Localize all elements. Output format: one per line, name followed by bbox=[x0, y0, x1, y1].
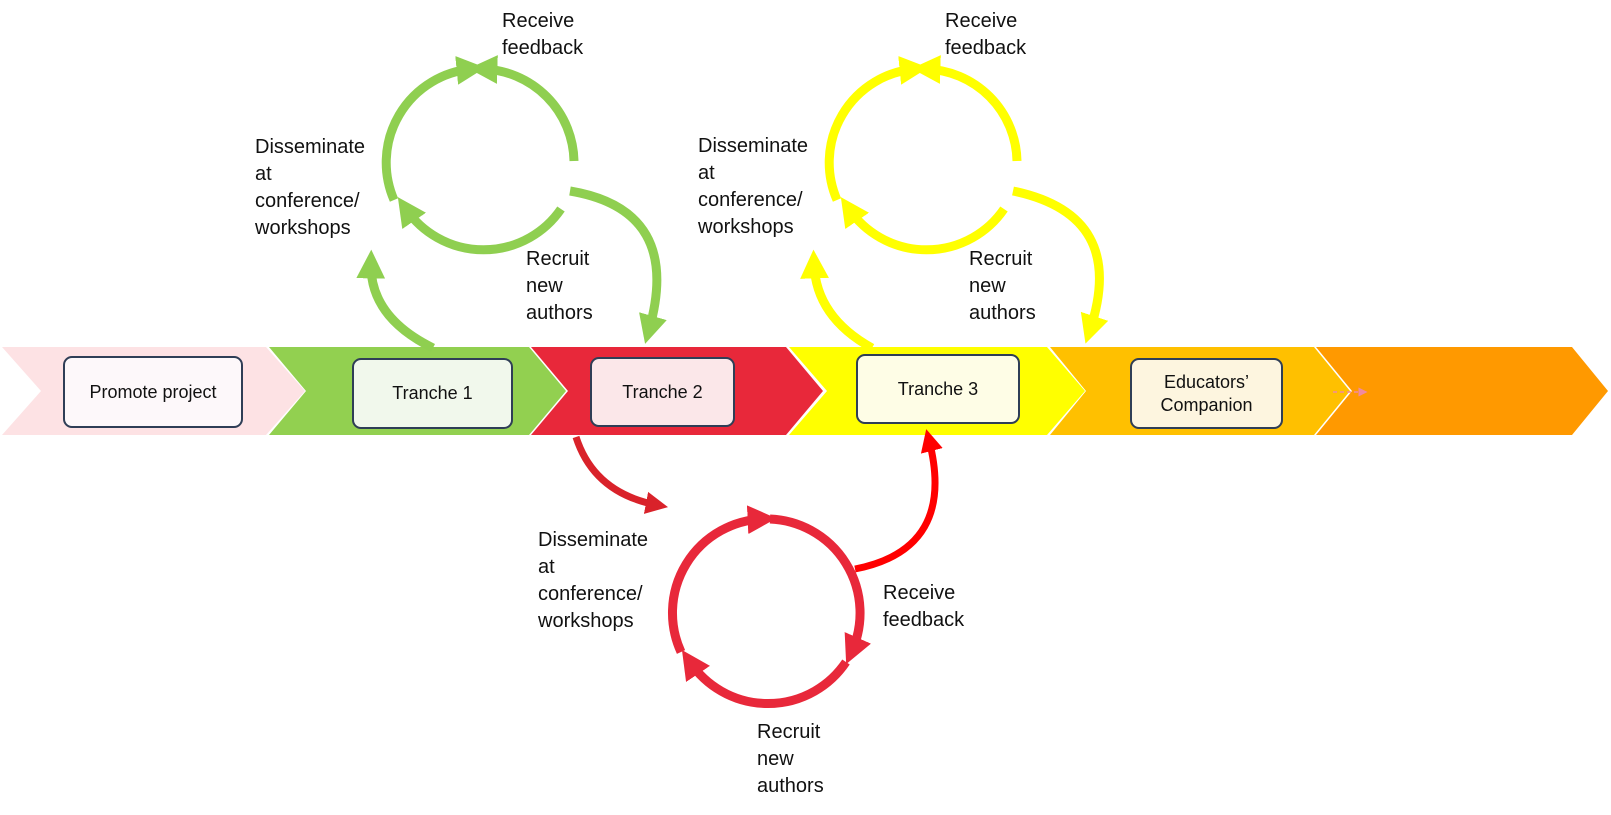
green-recruit-label: Recruit new authors bbox=[526, 248, 593, 324]
red-exit-arrow bbox=[854, 429, 943, 573]
green-disseminate-label: Disseminate at conference/ workshops bbox=[255, 136, 366, 239]
red-cycle-arc-right bbox=[769, 514, 871, 665]
chevron-final bbox=[1316, 347, 1608, 435]
yellow-exit-arrow bbox=[1012, 186, 1109, 344]
green-cycle-arc-right bbox=[397, 197, 565, 255]
tranche-2-box: Tranche 2 bbox=[590, 357, 735, 427]
green-receive-feedback-label: Receive feedback bbox=[502, 10, 584, 59]
red-entry-arrow bbox=[572, 435, 669, 514]
red-cycle-arc-left bbox=[667, 505, 777, 654]
yellow-disseminate-label: Disseminate at conference/ workshops bbox=[698, 135, 809, 238]
green-exit-arrow bbox=[569, 186, 667, 344]
green-cycle-arc-left bbox=[381, 56, 486, 202]
green-entry-arrow bbox=[356, 249, 435, 353]
green-cycle-arc-top bbox=[468, 55, 579, 162]
yellow-entry-arrow bbox=[800, 249, 875, 352]
red-recruit-label: Recruit new authors bbox=[757, 721, 824, 797]
promote-project-box: Promote project bbox=[63, 356, 243, 428]
yellow-cycle-arc-top bbox=[911, 55, 1022, 162]
red-receive-feedback-label: Receive feedback bbox=[883, 582, 965, 631]
yellow-recruit-label: Recruit new authors bbox=[969, 248, 1036, 324]
yellow-cycle-arc-left bbox=[824, 56, 929, 202]
yellow-cycle-arc-right bbox=[840, 197, 1008, 255]
yellow-receive-feedback-label: Receive feedback bbox=[945, 10, 1027, 59]
red-disseminate-label: Disseminate at conference/ workshops bbox=[538, 529, 649, 632]
red-cycle-arc-bottom bbox=[681, 650, 850, 708]
tranche-1-box: Tranche 1 bbox=[352, 358, 513, 429]
educators-companion-box: Educators’ Companion bbox=[1130, 358, 1283, 429]
tranche-3-box: Tranche 3 bbox=[856, 354, 1020, 424]
